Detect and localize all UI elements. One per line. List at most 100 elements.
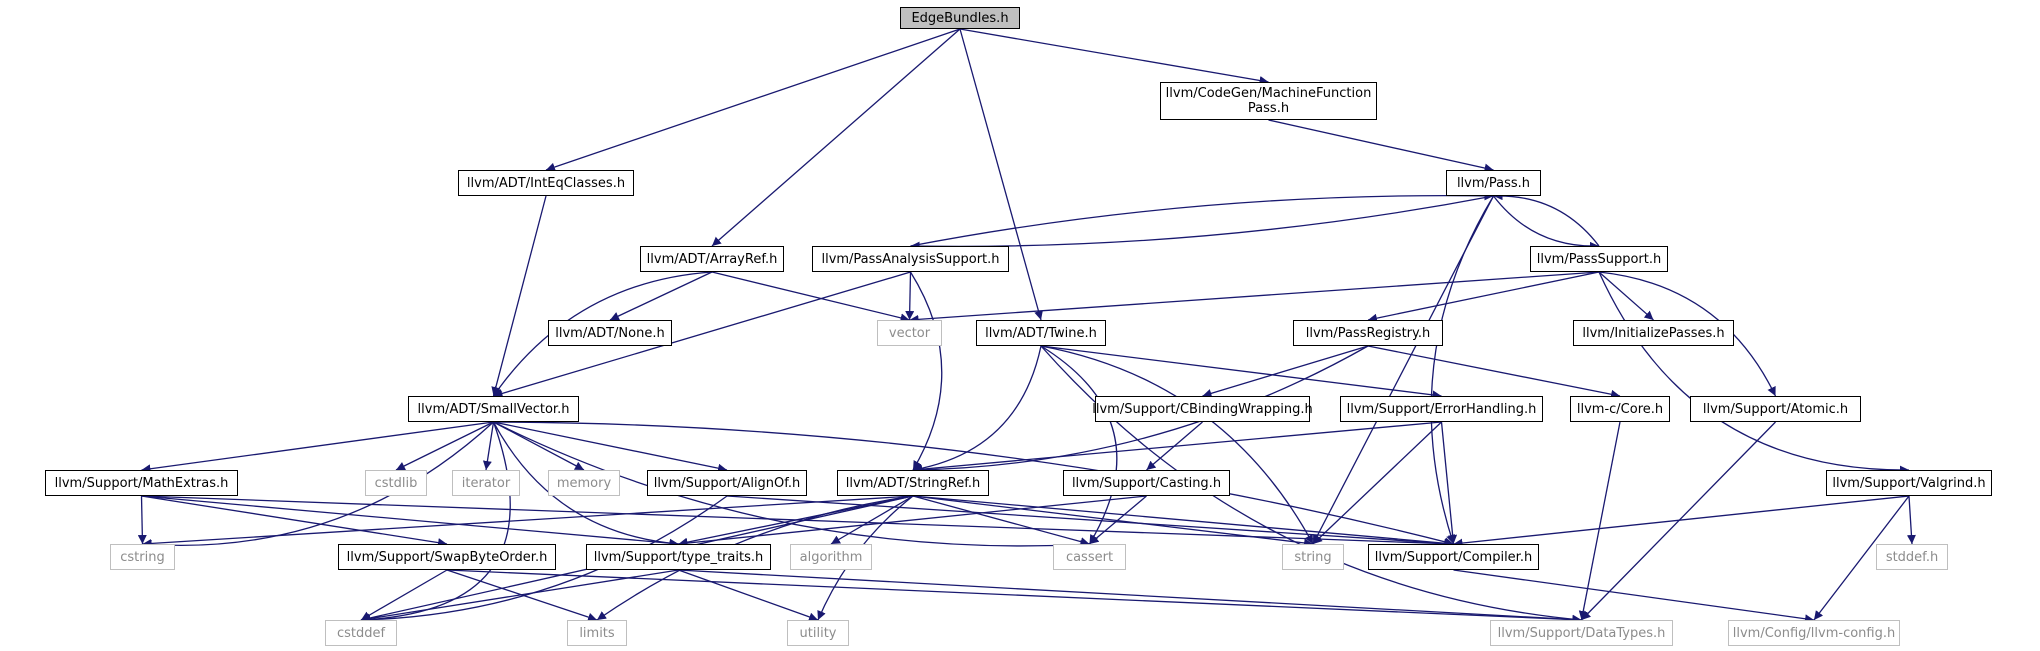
node-cstring: cstring [110,544,175,570]
edge-small_vector_h-to-compiler_h [493,421,1454,547]
node-edge-bundles-h[interactable]: EdgeBundles.h [900,7,1020,29]
node-twine-h[interactable]: llvm/ADT/Twine.h [976,320,1106,346]
edge-compiler_h-to-llvm_config_h [1453,569,1815,624]
edge-error_handling_h-to-compiler_h [1440,421,1458,545]
node-pass-registry-h[interactable]: llvm/PassRegistry.h [1293,320,1443,346]
edge-pass_support_h-to-vector [909,271,1600,324]
edge-atomic_h-to-data_types_h [1581,421,1776,621]
node-error-handling-h[interactable]: llvm/Support/ErrorHandling.h [1340,396,1543,422]
node-math-extras-h[interactable]: llvm/Support/MathExtras.h [45,470,238,496]
edge-string_ref_h-to-algorithm [830,495,914,545]
node-pass-analysis-support-h[interactable]: llvm/PassAnalysisSupport.h [812,246,1009,272]
edge-pass_registry_h-to-core_h [1367,345,1621,399]
node-string-ref-h[interactable]: llvm/ADT/StringRef.h [837,470,989,496]
edge-core_h-to-data_types_h [1578,421,1621,621]
edge-small_vector_h-to-iterator [482,421,495,471]
edge-small_vector_h-to-cstring [142,421,494,550]
node-int-eq-classes-h[interactable]: llvm/ADT/IntEqClasses.h [458,170,634,196]
edge-pass_h-to-pass_analysis_support_h [910,195,1494,251]
edge-machine_function_pass_h-to-pass_h [1268,119,1494,173]
edge-pass_analysis_support_h-to-vector [905,271,915,321]
edge-math_extras_h-to-cstring [137,495,147,545]
edge-small_vector_h-to-math_extras_h [141,421,494,474]
edge-pass_support_h-to-pass_registry_h [1367,271,1600,323]
node-none-h[interactable]: llvm/ADT/None.h [548,320,672,346]
edge-type_traits_h-to-data_types_h [678,569,1582,624]
edge-pass_analysis_support_h-to-pass_h [910,191,1494,247]
edge-pass_analysis_support_h-to-small_vector_h [493,271,911,398]
edge-twine_h-to-string_ref_h [912,345,1042,473]
node-initialize-passes-h[interactable]: llvm/InitializePasses.h [1573,320,1734,346]
node-cbinding-wrapping-h[interactable]: llvm/Support/CBindingWrapping.h [1092,396,1313,422]
node-core-h[interactable]: llvm-c/Core.h [1570,396,1670,422]
node-iterator: iterator [452,470,520,496]
edge-error_handling_h-to-string_ref_h [912,421,1442,474]
edge-small_vector_h-to-align_of_h [493,421,728,473]
edge-swap_byte_order_h-to-cstddef [360,569,448,621]
node-vector: vector [877,320,942,346]
edge-twine_h-to-string [1040,345,1314,545]
edge-align_of_h-to-compiler_h [726,495,1454,548]
node-small-vector-h[interactable]: llvm/ADT/SmallVector.h [408,396,579,422]
node-cstdlib: cstdlib [365,470,427,496]
edge-type_traits_h-to-utility [678,569,819,622]
node-stddef-h: stddef.h [1876,544,1948,570]
edge-small_vector_h-to-cstdlib [395,421,494,471]
edge-string_ref_h-to-type_traits_h [678,495,914,547]
edge-array_ref_h-to-none_h [609,271,713,321]
edge-pass_support_h-to-pass_h [1493,191,1600,247]
edge-pass_h-to-pass_support_h [1492,195,1600,251]
node-llvm-config-h: llvm/Config/llvm-config.h [1728,620,1900,646]
edge-valgrind_h-to-llvm_config_h [1813,495,1910,621]
node-type-traits-h[interactable]: llvm/Support/type_traits.h [586,544,771,570]
edge-edge_bundles_h-to-twine_h [959,28,1043,321]
edge-pass_h-to-compiler_h [1430,195,1495,545]
edge-string_ref_h-to-cassert [912,495,1090,546]
node-swap-byte-order-h[interactable]: llvm/Support/SwapByteOrder.h [338,544,556,570]
edge-math_extras_h-to-swap_byte_order_h [141,495,448,548]
edge-twine_h-to-error_handling_h [1040,345,1442,400]
edge-array_ref_h-to-small_vector_h [492,271,713,397]
edge-edge_bundles_h-to-int_eq_classes_h [545,28,961,172]
node-utility: utility [787,620,849,646]
edge-pass_support_h-to-atomic_h [1598,271,1777,397]
node-memory: memory [548,470,620,496]
edge-string_ref_h-to-string [912,495,1314,548]
edge-valgrind_h-to-compiler_h [1453,495,1910,548]
edge-casting_h-to-type_traits_h [678,495,1147,548]
node-cstddef: cstddef [325,620,397,646]
edge-pass_analysis_support_h-to-string_ref_h [909,271,943,471]
edge-pass_registry_h-to-cbinding_wrapping_h [1202,345,1369,398]
edge-math_extras_h-to-type_traits_h [141,495,679,548]
node-compiler-h[interactable]: llvm/Support/Compiler.h [1368,544,1539,570]
edge-edge_bundles_h-to-machine_function_pass_h [959,28,1269,85]
node-array-ref-h[interactable]: llvm/ADT/ArrayRef.h [640,246,784,272]
edge-type_traits_h-to-cstddef [360,569,679,624]
edge-edge_bundles_h-to-array_ref_h [711,28,961,247]
node-string: string [1282,544,1344,570]
node-algorithm: algorithm [790,544,872,570]
node-machine-function-pass-h[interactable]: llvm/CodeGen/MachineFunction Pass.h [1160,82,1377,120]
node-pass-h[interactable]: llvm/Pass.h [1446,170,1541,196]
edge-array_ref_h-to-vector [711,271,910,323]
edge-int_eq_classes_h-to-small_vector_h [491,195,547,397]
edge-casting_h-to-cassert [1089,495,1147,545]
edge-pass_support_h-to-valgrind_h [1598,271,1910,475]
node-pass-support-h[interactable]: llvm/PassSupport.h [1530,246,1668,272]
edge-valgrind_h-to-stddef_h [1906,495,1916,545]
edge-small_vector_h-to-type_traits_h [492,421,679,548]
edge-swap_byte_order_h-to-data_types_h [446,569,1582,625]
node-align-of-h[interactable]: llvm/Support/AlignOf.h [647,470,807,496]
edge-string_ref_h-to-cstring [142,495,914,548]
edge-error_handling_h-to-string [1312,421,1442,545]
edge-pass_registry_h-to-string_ref_h [912,345,1369,475]
node-cassert: cassert [1053,544,1126,570]
edge-align_of_h-to-cstddef [360,495,728,625]
edge-twine_h-to-cassert [1040,345,1118,545]
node-casting-h[interactable]: llvm/Support/Casting.h [1063,470,1230,496]
node-atomic-h[interactable]: llvm/Support/Atomic.h [1690,396,1861,422]
node-limits: limits [567,620,627,646]
node-valgrind-h[interactable]: llvm/Support/Valgrind.h [1826,470,1992,496]
